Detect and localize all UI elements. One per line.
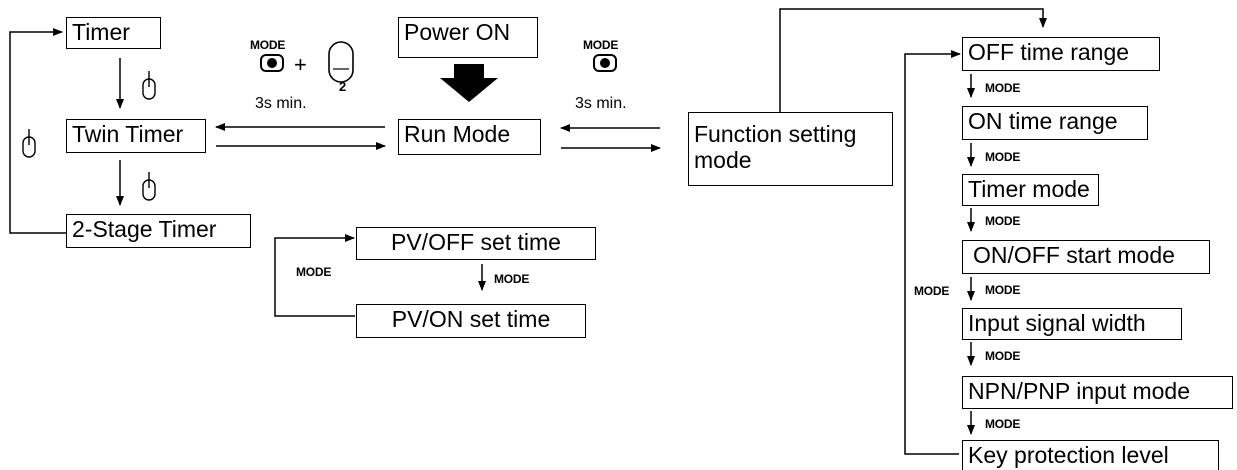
up-key-icon (22, 129, 36, 158)
mode-key-icon (593, 54, 617, 72)
pv-on-set-time-box: PV/ON set time (356, 304, 586, 338)
hold-time-left: 3s min. (255, 95, 307, 112)
mode-label: MODE (494, 272, 530, 286)
mode-label: MODE (296, 265, 332, 279)
big-down-arrow-icon (440, 64, 498, 102)
mode-label: MODE (985, 283, 1021, 297)
menu-on-time-range: ON time range (962, 106, 1148, 140)
power-on-box: Power ON (398, 17, 538, 58)
mode-label: MODE (914, 284, 950, 298)
timer-box: Timer (66, 17, 161, 49)
mode-key-icon (260, 54, 284, 72)
menu-npn-pnp-input-mode: NPN/PNP input mode (962, 376, 1233, 409)
twin-timer-box: Twin Timer (66, 119, 206, 153)
loop-line-left (9, 28, 68, 234)
mode-label: MODE (985, 417, 1021, 431)
run-mode-box: Run Mode (398, 119, 541, 155)
plus-sign: + (294, 52, 307, 77)
hold-time-right: 3s min. (575, 95, 627, 112)
mode-label: MODE (985, 81, 1021, 95)
menu-on-off-start-mode: ON/OFF start mode (962, 240, 1210, 274)
key-number-label: 2 (339, 79, 347, 94)
mode-label: MODE (985, 349, 1021, 363)
menu-off-time-range: OFF time range (962, 37, 1160, 71)
mode-label: MODE (250, 38, 286, 52)
line-function-to-menu (779, 8, 1047, 112)
pv-off-set-time-box: PV/OFF set time (356, 227, 596, 260)
key-2-icon (328, 41, 354, 83)
mode-label: MODE (985, 150, 1021, 164)
two-stage-timer-box: 2-Stage Timer (66, 214, 251, 248)
menu-input-signal-width: Input signal width (962, 308, 1182, 340)
menu-key-protection-level: Key protection level (962, 440, 1219, 470)
pv-loop-line (274, 234, 355, 317)
up-key-icon (142, 172, 156, 201)
mode-label: MODE (985, 214, 1021, 228)
up-key-icon (142, 71, 156, 100)
function-setting-mode-box: Function setting mode (688, 112, 893, 186)
loop-line-right (904, 50, 961, 455)
mode-label: MODE (583, 38, 619, 52)
menu-timer-mode: Timer mode (962, 174, 1099, 206)
